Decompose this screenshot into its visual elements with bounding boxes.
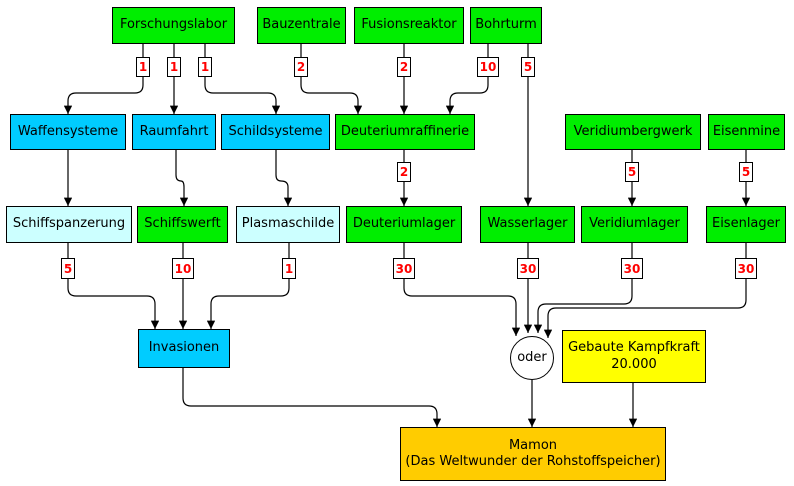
level-badge: 5	[739, 162, 753, 182]
edge-invasionen-mamon	[182, 368, 442, 427]
kampfkraft-value: 20.000	[611, 356, 657, 372]
mamon-title: Mamon	[508, 437, 558, 453]
level-badge: 1	[198, 57, 212, 77]
edge-forschungslabor-schildsysteme	[204, 44, 281, 114]
node-invasionen: Invasionen	[138, 329, 230, 368]
edge-bauzentrale-deuteriumraffinerie	[300, 44, 363, 114]
mamon-subtitle: (Das Weltwunder der Rohstoffspeicher)	[405, 454, 661, 469]
level-badge: 2	[294, 57, 308, 77]
level-badge: 30	[517, 258, 539, 279]
edge-plasmaschilde-invasionen	[206, 243, 290, 329]
node-deuteriumraffinerie: Deuteriumraffinerie	[335, 114, 475, 150]
edge-eisenlager-oder	[543, 243, 747, 338]
edge-raumfahrt-schiffswerft	[175, 150, 189, 206]
level-badge: 10	[172, 258, 194, 279]
level-badge: 2	[397, 162, 411, 182]
edge-bohrturm-deuteriumraffinerie	[445, 44, 489, 114]
node-bohrturm: Bohrturm	[470, 7, 542, 44]
node-oder: oder	[510, 336, 554, 380]
node-schildsysteme: Schildsysteme	[221, 114, 330, 150]
edge-schiffspanzerung-invasionen	[67, 243, 160, 329]
node-eisenmine: Eisenmine	[708, 114, 785, 150]
kampfkraft-label: Gebaute Kampfkraft	[568, 340, 700, 356]
node-bauzentrale: Bauzentrale	[257, 7, 346, 44]
node-plasmaschilde: Plasmaschilde	[236, 206, 340, 243]
level-badge: 1	[136, 57, 150, 77]
node-gebaute-kampfkraft: Gebaute Kampfkraft 20.000	[562, 330, 706, 383]
node-veridiumlager: Veridiumlager	[581, 206, 688, 243]
level-badge: 30	[621, 258, 643, 279]
level-badge: 30	[735, 258, 757, 279]
node-waffensysteme: Waffensysteme	[10, 114, 126, 150]
edge-schildsysteme-plasmaschilde	[275, 150, 293, 206]
level-badge: 1	[282, 258, 296, 279]
node-forschungslabor: Forschungslabor	[112, 7, 235, 44]
level-badge: 2	[397, 57, 411, 77]
node-mamon: Mamon (Das Weltwunder der Rohstoffspeich…	[400, 427, 666, 481]
edge-forschungslabor-waffensysteme	[63, 44, 144, 114]
node-schiffswerft: Schiffswerft	[137, 206, 228, 243]
level-badge: 1	[167, 57, 181, 77]
level-badge: 5	[61, 258, 75, 279]
level-badge: 5	[625, 162, 639, 182]
node-schiffspanzerung: Schiffspanzerung	[6, 206, 132, 243]
node-eisenlager: Eisenlager	[706, 206, 786, 243]
node-wasserlager: Wasserlager	[480, 206, 575, 243]
node-veridiumbergwerk: Veridiumbergwerk	[565, 114, 701, 150]
node-fusionsreaktor: Fusionsreaktor	[354, 7, 464, 44]
node-raumfahrt: Raumfahrt	[132, 114, 216, 150]
edge-deuteriumlager-oder	[403, 243, 521, 336]
level-badge: 5	[521, 57, 535, 77]
edge-veridiumlager-oder	[533, 243, 633, 333]
node-deuteriumlager: Deuteriumlager	[346, 206, 462, 243]
level-badge: 30	[393, 258, 415, 279]
level-badge: 10	[477, 57, 499, 77]
